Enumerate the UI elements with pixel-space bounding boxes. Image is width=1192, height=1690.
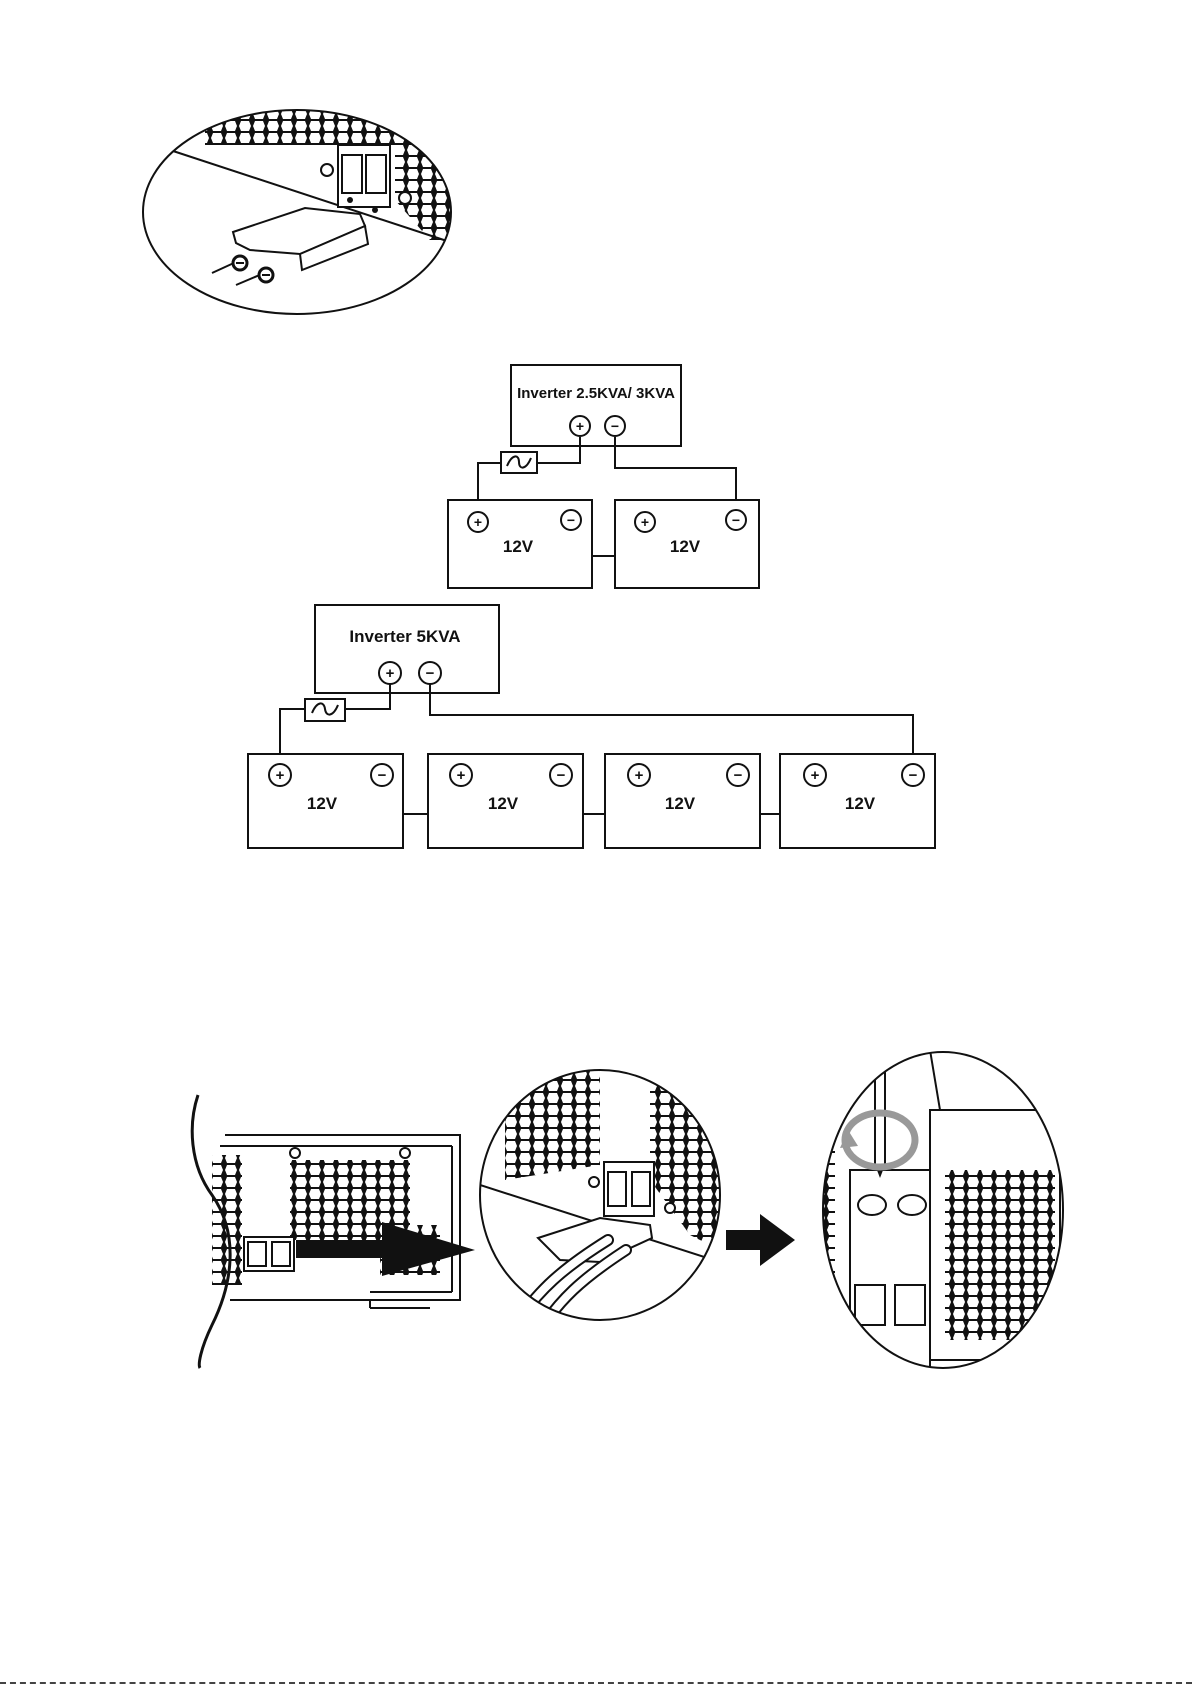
inverter-box [315, 605, 499, 693]
positive-terminal-icon: + [804, 764, 826, 786]
negative-terminal-icon: − [419, 662, 441, 684]
svg-text:+: + [457, 767, 466, 784]
battery-voltage: 12V [503, 537, 534, 556]
battery: 12V + − [428, 754, 583, 848]
page-bottom-rule [0, 1682, 1192, 1684]
svg-text:+: + [635, 767, 644, 784]
negative-terminal-icon: − [561, 510, 581, 530]
screw-tightening-illustration [795, 1050, 1070, 1370]
svg-text:−: − [567, 512, 575, 528]
fuse-icon [305, 699, 345, 721]
battery: 12V + − [448, 500, 592, 588]
svg-text:−: − [378, 767, 387, 784]
battery: 12V + − [615, 500, 759, 588]
inverter-box [511, 365, 681, 446]
battery-voltage: 12V [670, 537, 701, 556]
wiring-diagram-3kva: Inverter 2.5KVA/ 3KVA + − 12V + [448, 365, 759, 588]
fuse-icon [501, 452, 537, 473]
svg-text:+: + [576, 418, 584, 434]
svg-text:−: − [557, 767, 566, 784]
svg-text:−: − [732, 512, 740, 528]
negative-terminal-icon: − [727, 764, 749, 786]
svg-text:+: + [276, 767, 285, 784]
positive-terminal-icon: + [628, 764, 650, 786]
battery: 12V + − [780, 754, 935, 848]
battery-voltage: 12V [488, 794, 519, 813]
inverter-label: Inverter 2.5KVA/ 3KVA [517, 385, 675, 402]
negative-terminal-icon: − [371, 764, 393, 786]
battery-voltage: 12V [307, 794, 338, 813]
svg-text:+: + [474, 514, 482, 530]
svg-text:+: + [386, 665, 395, 682]
positive-terminal-icon: + [635, 512, 655, 532]
svg-text:−: − [909, 767, 918, 784]
inverter-label: Inverter 5KVA [349, 627, 460, 646]
positive-terminal-icon: + [379, 662, 401, 684]
svg-text:+: + [811, 767, 820, 784]
svg-text:−: − [611, 418, 619, 434]
battery-voltage: 12V [665, 794, 696, 813]
negative-terminal-icon: − [726, 510, 746, 530]
right-arrow-icon [726, 1214, 795, 1266]
negative-terminal-icon: − [902, 764, 924, 786]
positive-terminal-icon: + [450, 764, 472, 786]
negative-terminal-icon: − [605, 416, 625, 436]
cable-insertion-illustration [470, 1065, 795, 1330]
battery-voltage: 12V [845, 794, 876, 813]
svg-text:−: − [734, 767, 743, 784]
svg-text:−: − [426, 665, 435, 682]
battery: 12V + − [248, 754, 403, 848]
battery: 12V + − [605, 754, 760, 848]
terminal-cover-screws-illustration [140, 105, 470, 325]
positive-terminal-icon: + [468, 512, 488, 532]
inverter-side-illustration [192, 1095, 475, 1369]
wiring-diagram-5kva: Inverter 5KVA + − 12V + − [248, 605, 935, 848]
positive-terminal-icon: + [570, 416, 590, 436]
negative-terminal-icon: − [550, 764, 572, 786]
svg-text:+: + [641, 514, 649, 530]
positive-terminal-icon: + [269, 764, 291, 786]
